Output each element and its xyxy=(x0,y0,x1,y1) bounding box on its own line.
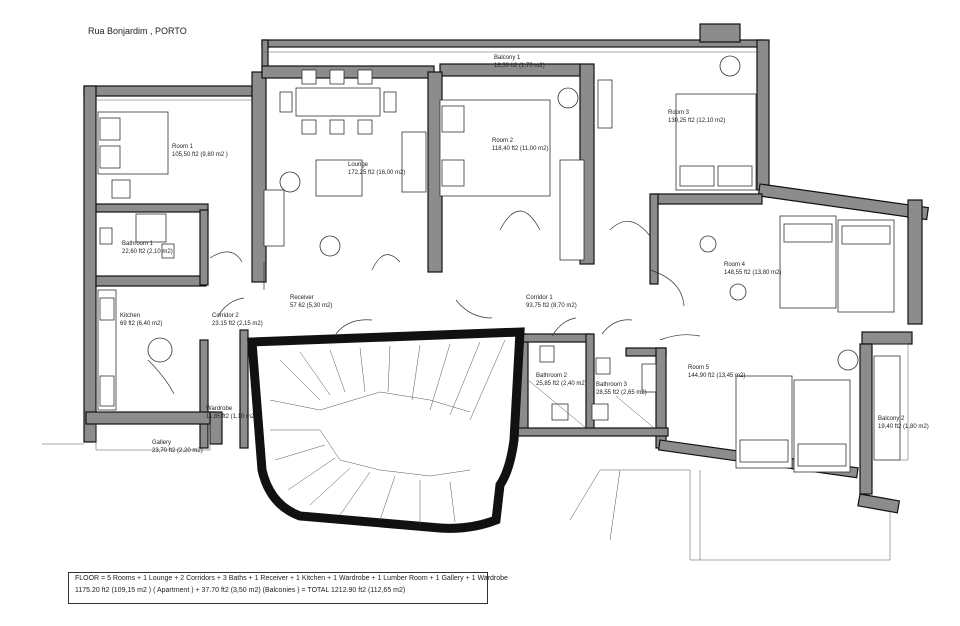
kitchen-area: 69 ft2 (6,40 m2) xyxy=(120,321,162,327)
wall-segment xyxy=(199,339,209,449)
room-1-name: Room 1 xyxy=(172,144,194,150)
walls xyxy=(83,23,930,533)
wall-segment xyxy=(95,275,207,287)
bathroom-2-area: 25,85 ft2 (2,40 m2) xyxy=(536,381,587,387)
door-swing xyxy=(499,210,541,231)
west-wall xyxy=(83,85,97,443)
lounge-name: Lounge xyxy=(348,162,369,168)
area-summary-box: FLOOR = 5 Rooms + 1 Lounge + 2 Corridors… xyxy=(68,572,508,604)
address-label: Rua Bonjardim , PORTO xyxy=(88,26,187,36)
corridor-1-name: Corridor 1 xyxy=(526,295,553,301)
bathroom-2-name: Bathroom 2 xyxy=(536,373,568,379)
door-swing xyxy=(209,251,243,263)
wall-segment xyxy=(517,333,591,343)
wall-segment xyxy=(757,183,930,221)
east-wall xyxy=(907,199,923,325)
person-icon xyxy=(699,235,717,253)
sink-icon xyxy=(161,243,175,259)
kitchen-name: Kitchen xyxy=(120,313,140,319)
wall-segment xyxy=(859,343,873,495)
door-swing xyxy=(649,269,685,307)
corridor-2-area: 23.15 ft2 (2,15 m2) xyxy=(212,321,263,327)
door-swing xyxy=(147,359,175,395)
wall-segment xyxy=(199,209,209,286)
door-swing xyxy=(371,254,401,271)
wall-segment xyxy=(251,71,267,283)
room-5-name: Room 5 xyxy=(688,365,710,371)
balcony-2-area: 19,40 ft2 (1,80 m2) xyxy=(878,424,929,430)
bathtub-icon xyxy=(641,363,657,393)
door-swing xyxy=(551,317,577,337)
wardrobe-name: Wardrobe xyxy=(206,406,233,412)
wall-segment xyxy=(261,65,435,79)
dining-table-icon xyxy=(295,87,381,117)
toilet-icon xyxy=(99,227,113,245)
room-3-name: Room 3 xyxy=(668,110,690,116)
sink-icon xyxy=(591,403,609,421)
room-2-area: 118,40 ft2 (11,00 m2) xyxy=(492,146,548,152)
person-icon xyxy=(147,337,173,363)
door-swing xyxy=(601,319,633,335)
room-4-area: 148,55 ft2 (13,80 m2) xyxy=(724,270,781,276)
corridor-2-name: Corridor 2 xyxy=(212,313,239,319)
staircase xyxy=(269,339,506,524)
toilet-icon xyxy=(539,345,555,363)
stair-enclosure xyxy=(247,327,525,533)
wall-segment xyxy=(517,427,669,437)
north-wall xyxy=(261,39,765,48)
wall-segment xyxy=(857,493,901,514)
gallery-name: Gallery xyxy=(152,440,171,446)
corridor-1-area: 93,75 ft2 (8,70 m2) xyxy=(526,303,577,309)
door-swing xyxy=(217,297,245,317)
toilet-icon xyxy=(595,357,611,375)
doors xyxy=(147,210,701,395)
lounge-area: 172,25 ft2 (16,00 m2) xyxy=(348,170,405,176)
receiver-name: Receiver xyxy=(290,295,314,301)
door-swing xyxy=(455,299,493,319)
bathroom-3-name: Bathroom 3 xyxy=(596,382,628,388)
wall-segment xyxy=(756,39,770,191)
summary-line-2: 1175.20 ft2 (109,15 m2 ) ( Apartment ) +… xyxy=(75,587,406,594)
person-icon xyxy=(719,55,741,77)
gallery-area: 23,70 ft2 (2,20 m2) xyxy=(152,448,203,454)
room-1-area: 105,50 ft2 (9,80 m2 ) xyxy=(172,152,228,158)
person-icon xyxy=(279,171,301,193)
wall-segment xyxy=(699,23,741,43)
exterior-lines xyxy=(42,51,909,561)
sink-icon xyxy=(551,403,569,421)
bathroom-1-area: 22,60 ft2 (2,10 m2) xyxy=(122,249,173,255)
summary-line-1: FLOOR = 5 Rooms + 1 Lounge + 2 Corridors… xyxy=(75,575,508,582)
sofa-icon xyxy=(263,189,285,247)
wardrobe-area: 11,85 ft2 (1,10 m2) xyxy=(206,414,256,420)
bathroom-3-area: 28,55 ft2 (2,65 m2) xyxy=(596,390,647,396)
balcony-1-area: 18,30 ft2 (1,70 m2) xyxy=(494,63,545,69)
room-4-name: Room 4 xyxy=(724,262,746,268)
wall-segment xyxy=(649,193,659,285)
door-swing xyxy=(335,319,373,335)
room-labels: Room 1 105,50 ft2 (9,80 m2 ) Lounge 172,… xyxy=(120,55,929,454)
person-icon xyxy=(729,283,747,301)
person-icon xyxy=(557,87,579,109)
wall-segment xyxy=(239,329,249,449)
wall-segment xyxy=(861,331,913,345)
wall-segment xyxy=(83,85,265,97)
person-icon xyxy=(837,349,859,371)
room-3-area: 130,25 ft2 (12,10 m2) xyxy=(668,118,725,124)
room-2-name: Room 2 xyxy=(492,138,514,144)
balcony-2-name: Balcony 2 xyxy=(878,416,905,422)
wall-segment xyxy=(651,193,763,205)
wall-segment xyxy=(85,411,217,425)
room-5-area: 144,90 ft2 (13,45 m2) xyxy=(688,373,745,379)
door-swing xyxy=(659,334,701,341)
balcony-1-name: Balcony 1 xyxy=(494,55,521,61)
person-icon xyxy=(319,235,341,257)
furniture xyxy=(97,55,901,473)
wall-segment xyxy=(95,203,209,213)
bathroom-1-name: Bathroom 1 xyxy=(122,241,154,247)
receiver-area: 57 62 (5,30 m2) xyxy=(290,303,332,309)
door-swing xyxy=(609,221,651,237)
